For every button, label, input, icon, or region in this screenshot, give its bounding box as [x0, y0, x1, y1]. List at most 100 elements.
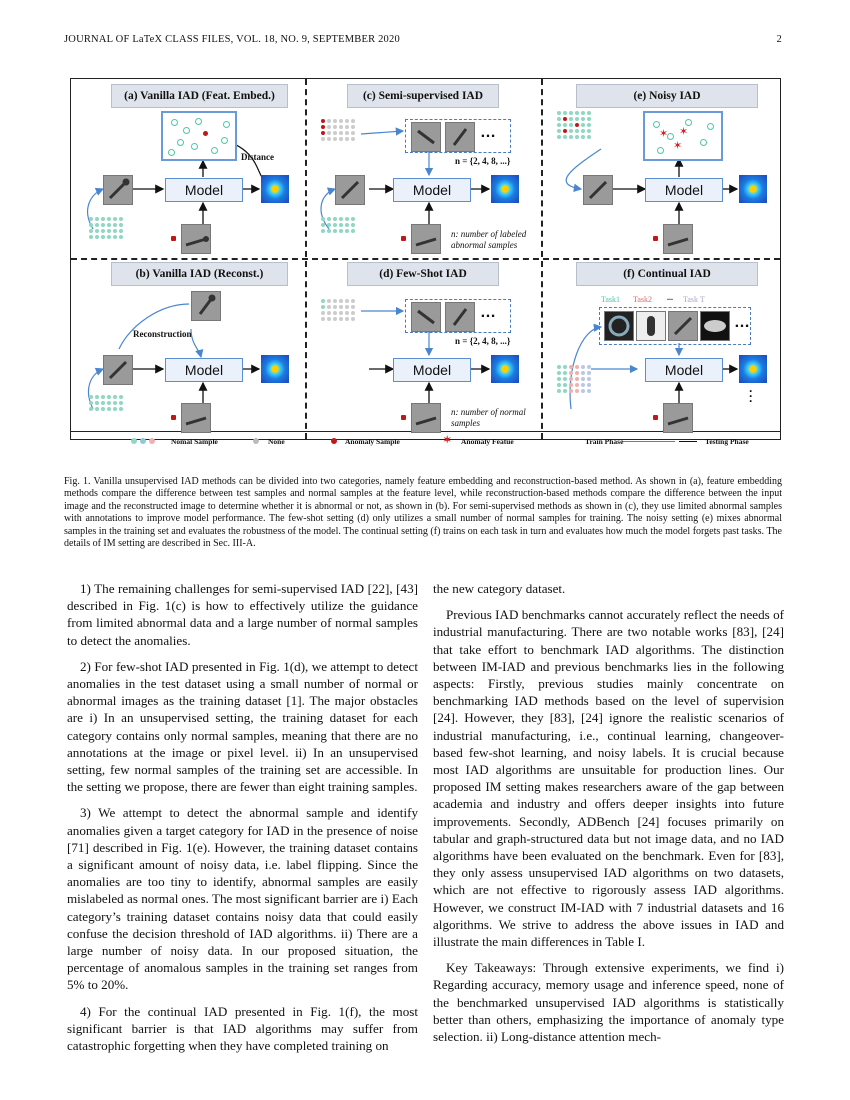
normal-sample-grid	[89, 217, 123, 239]
legend-anomaly-feature: Anomaly Featue	[461, 437, 514, 446]
legend-test: Testing Phase	[705, 437, 749, 446]
anomaly-feature-star: ✶	[659, 128, 669, 140]
running-header: JOURNAL OF LaTeX CLASS FILES, VOL. 18, N…	[64, 34, 400, 45]
model-box: Model	[645, 358, 723, 382]
figure-legend: Nomal Sample None Anomaly Sample ✶ Anoma…	[71, 435, 780, 451]
few-shot-grid	[321, 299, 355, 321]
test-image	[181, 224, 211, 254]
figure-1: (a) Vanilla IAD (Feat. Embed.) (c) Semi-…	[70, 78, 781, 446]
divider	[71, 258, 780, 260]
task-label: Task1	[601, 295, 620, 304]
task-image-nut	[604, 311, 634, 341]
test-image	[663, 224, 693, 254]
test-image	[411, 403, 441, 433]
arrows-overlay	[87, 127, 739, 410]
anomaly-feature-star: ✶	[679, 126, 689, 138]
panel-title-e: (e) Noisy IAD	[576, 84, 758, 108]
paragraph: 2) For few-shot IAD presented in Fig. 1(…	[67, 658, 418, 795]
test-image	[663, 403, 693, 433]
test-arrow-icon	[679, 441, 697, 442]
anomaly-marker	[653, 236, 658, 241]
paragraph: 4) For the continual IAD presented in Fi…	[67, 1003, 418, 1054]
legend-train: Train Phase	[585, 437, 624, 446]
anomaly-heatmap	[261, 175, 289, 203]
legend-anomaly: Anomaly Sample	[345, 437, 400, 446]
normal-image	[103, 355, 133, 385]
panel-title-d: (d) Few-Shot IAD	[347, 262, 499, 286]
panel-title-b: (b) Vanilla IAD (Reconst.)	[111, 262, 288, 286]
paragraph: 3) We attempt to detect the abnormal sam…	[67, 805, 418, 993]
anomaly-heatmap	[491, 175, 519, 203]
normal-image	[583, 175, 613, 205]
test-image	[411, 224, 441, 254]
panel-title-f: (f) Continual IAD	[576, 262, 758, 286]
anomaly-heatmap	[739, 355, 767, 383]
normal-image	[335, 175, 365, 205]
normal-feature	[685, 119, 692, 126]
anomaly-marker	[171, 236, 176, 241]
n-note: n: number of normal samples	[451, 407, 526, 428]
normal-feature	[195, 118, 202, 125]
paragraph: Previous IAD benchmarks cannot accuratel…	[433, 607, 784, 950]
task-label: ...	[667, 293, 673, 302]
task-label: Task T	[683, 295, 705, 304]
model-box: Model	[393, 178, 471, 202]
ellipsis: …	[480, 124, 497, 141]
panel-title-a: (a) Vanilla IAD (Feat. Embed.)	[111, 84, 288, 108]
model-box: Model	[645, 178, 723, 202]
task-label: Task2	[633, 295, 652, 304]
normal-feature	[707, 123, 714, 130]
reconstruction-label: Reconstruction	[133, 329, 192, 339]
normal-image	[103, 175, 133, 205]
normal-feature	[657, 147, 664, 154]
right-column: the new category dataset. Previous IAD b…	[433, 580, 784, 1045]
normal-feature	[653, 121, 660, 128]
normal-image	[411, 302, 441, 332]
normal-feature	[168, 149, 175, 156]
distance-label: Distance	[241, 152, 274, 162]
normal-feature	[211, 147, 218, 154]
anomaly-marker	[653, 415, 658, 420]
normal-feature	[223, 121, 230, 128]
panel-title-c: (c) Semi-supervised IAD	[347, 84, 499, 108]
train-arrow-icon	[623, 441, 675, 442]
figure-caption: Fig. 1. Vanilla unsupervised IAD methods…	[64, 476, 782, 550]
n-values-label: n = {2, 4, 8, ...}	[455, 336, 511, 346]
paragraph: Key Takeaways: Through extensive experim…	[433, 960, 784, 1045]
normal-image	[445, 302, 475, 332]
labeled-abnormal-set: …	[405, 119, 511, 153]
model-box: Model	[393, 358, 471, 382]
task-image-capsule	[636, 311, 666, 341]
test-image	[181, 403, 211, 433]
task-image-grid	[700, 311, 730, 341]
none-legend-swatch	[253, 438, 259, 444]
abnormal-image	[445, 122, 475, 152]
normal-feature	[667, 133, 674, 140]
anomaly-heatmap	[739, 175, 767, 203]
legend-normal: Nomal Sample	[171, 437, 218, 446]
n-values-label: n = {2, 4, 8, ...}	[455, 156, 511, 166]
feature-space: ✶ ✶ ✶	[643, 111, 723, 161]
normal-sample-grid	[321, 217, 355, 233]
normal-legend-swatch	[131, 437, 155, 446]
anomaly-heatmap	[261, 355, 289, 383]
normal-feature	[183, 127, 190, 134]
legend-none: None	[268, 437, 285, 446]
feature-space	[161, 111, 237, 161]
abnormal-image	[411, 122, 441, 152]
task-sample-grid	[557, 365, 591, 393]
normal-sample-grid	[89, 395, 123, 411]
anomaly-marker	[401, 236, 406, 241]
normal-feature	[171, 119, 178, 126]
n-note: n: number of labeled abnormal samples	[451, 229, 527, 250]
normal-feature	[221, 137, 228, 144]
page-number: 2	[776, 34, 782, 45]
paragraph: 1) The remaining challenges for semi-sup…	[67, 581, 418, 648]
ellipsis: …	[734, 314, 751, 331]
few-normal-set: …	[405, 299, 511, 333]
normal-feature	[191, 143, 198, 150]
ellipsis: …	[480, 304, 497, 321]
normal-feature	[177, 139, 184, 146]
anomaly-marker	[171, 415, 176, 420]
left-column: 1) The remaining challenges for semi-sup…	[67, 580, 418, 1054]
